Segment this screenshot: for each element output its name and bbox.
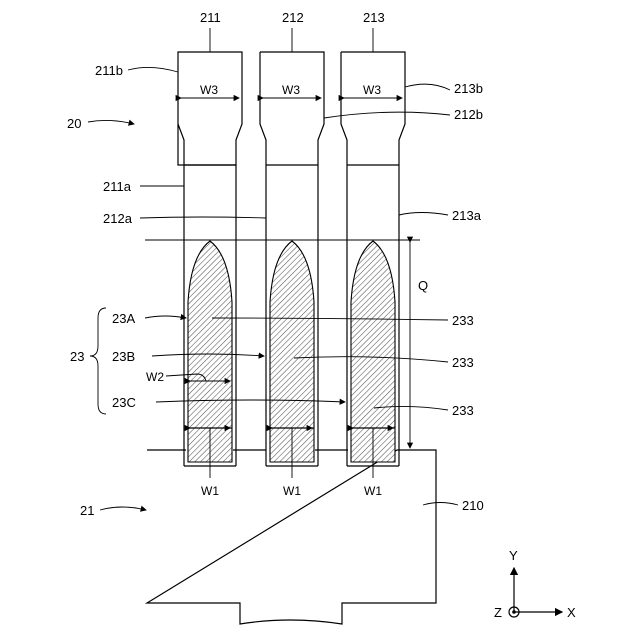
label-233-b: 233 <box>452 355 474 370</box>
label-213a: 213a <box>452 208 482 223</box>
label-w1-b: W1 <box>283 484 301 498</box>
label-21: 21 <box>80 503 94 518</box>
label-211b: 211b <box>95 63 123 78</box>
label-212a: 212a <box>103 211 133 226</box>
axis-label-x: X <box>567 605 576 620</box>
base-body-21 <box>147 450 436 624</box>
label-23B: 23B <box>112 349 135 364</box>
label-213: 213 <box>363 10 385 25</box>
label-23: 23 <box>70 349 84 364</box>
electrode-213 <box>341 52 405 466</box>
label-w1-c: W1 <box>364 484 382 498</box>
axis-indicator <box>509 568 562 617</box>
electrode-212 <box>260 52 324 466</box>
label-q: Q <box>418 278 428 293</box>
electrode-211 <box>178 52 242 466</box>
label-212b: 212b <box>454 107 483 122</box>
axis-label-z: Z <box>494 605 502 620</box>
label-20: 20 <box>67 116 81 131</box>
axis-label-y: Y <box>509 548 518 563</box>
label-w1-a: W1 <box>201 484 219 498</box>
label-211a: 211a <box>103 179 132 194</box>
label-210: 210 <box>462 498 484 513</box>
label-23C: 23C <box>112 395 136 410</box>
label-w2: W2 <box>146 370 164 384</box>
label-211: 211 <box>200 10 221 25</box>
label-w3-a: W3 <box>200 83 218 97</box>
label-w3-c: W3 <box>363 83 381 97</box>
label-233-c: 233 <box>452 403 474 418</box>
label-w3-b: W3 <box>282 83 300 97</box>
label-23A: 23A <box>112 311 135 326</box>
label-213b: 213b <box>454 81 483 96</box>
label-233-a: 233 <box>452 313 474 328</box>
label-212: 212 <box>282 10 304 25</box>
